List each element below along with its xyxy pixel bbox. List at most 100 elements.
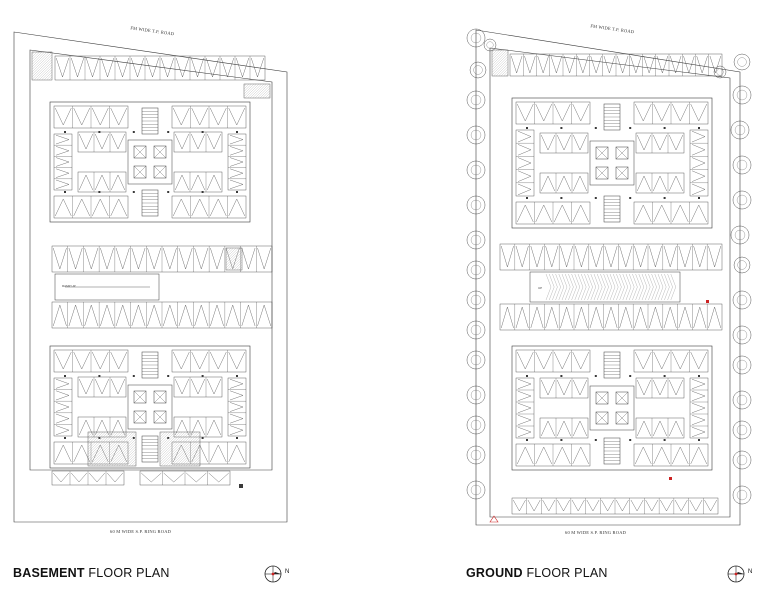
parking-bay-icon [95, 419, 109, 436]
hatch-line [163, 431, 198, 467]
parking-bay-icon [690, 351, 707, 370]
parking-row [54, 55, 266, 81]
parking-bay-icon [691, 379, 706, 389]
tree-canopy [466, 290, 486, 310]
tree-icon [466, 320, 486, 340]
parking-column-outline [53, 133, 73, 191]
ramp-chevron [603, 273, 609, 301]
hatch-line [225, 249, 243, 266]
hatch-line [238, 266, 243, 271]
column [98, 191, 101, 193]
lift-shaft [133, 165, 147, 179]
tree-inner [470, 264, 482, 276]
parking-row [635, 417, 685, 439]
parking-row-outline [173, 171, 223, 193]
hatch-line [116, 446, 137, 467]
hatch-line [228, 256, 243, 271]
ramp [529, 271, 681, 303]
parking-bay-icon [53, 304, 67, 327]
parking-bay-icon [229, 413, 244, 424]
parking-column [227, 133, 247, 191]
parking-bay-icon [517, 379, 532, 389]
parking-bay-icon [229, 168, 244, 178]
parking-bay-icon [131, 57, 144, 78]
tree-icon [466, 445, 486, 465]
parking-bay-icon [68, 304, 83, 327]
hatch-line [225, 247, 237, 259]
ramp-chevron [587, 273, 593, 301]
ramp-chevron [651, 273, 657, 301]
parking-bay-icon [55, 351, 72, 370]
column [698, 439, 700, 441]
parking-row [51, 470, 125, 486]
tree-inner [736, 194, 748, 206]
lift-shaft [153, 410, 167, 424]
parking-bay-icon [690, 446, 707, 465]
parking-bay-icon [653, 351, 670, 370]
parking-bay-icon [229, 425, 244, 435]
tree-inner [470, 449, 482, 461]
parking-bay-icon [515, 306, 529, 329]
parking-bay-icon [690, 103, 707, 122]
parking-bay-icon [79, 419, 93, 436]
parking-bay-icon [575, 306, 588, 329]
parking-bay-icon [542, 499, 556, 512]
parking-row-outline [635, 132, 685, 154]
ramp-chevron [609, 273, 616, 301]
hatch-line [500, 68, 509, 77]
core-outline [589, 140, 635, 186]
parking-bay-icon [178, 247, 193, 270]
hatch-line [252, 83, 267, 99]
ramp-chevron [635, 273, 641, 301]
hatch-line [87, 431, 114, 458]
hatch-line [43, 71, 53, 81]
parking-bay-icon [55, 168, 70, 178]
parking-bay-icon [617, 55, 629, 74]
hatch-line [87, 431, 96, 440]
parking-bay-icon [678, 306, 692, 329]
parking-bay-icon [634, 306, 647, 329]
parking-bay-icon [173, 198, 190, 217]
parking-bay-icon [241, 247, 256, 270]
basement-floor-plan: FM WIDE T.P. ROAD 60 M WIDE S.P. RING RO… [0, 0, 389, 540]
tree-icon [732, 420, 752, 440]
lift-shaft [615, 166, 629, 180]
staircase [603, 103, 621, 131]
hatch-line [87, 431, 121, 465]
parking-bay-icon [601, 499, 614, 512]
parking-bay-icon [691, 415, 706, 425]
hatch-line [87, 431, 99, 443]
hatch-line [159, 431, 176, 448]
column [629, 197, 632, 199]
parking-bay-icon [550, 55, 562, 74]
parking-bay-icon [111, 133, 125, 150]
column [64, 191, 66, 193]
parking-row [539, 417, 589, 439]
hatch-line [491, 49, 498, 56]
hatch-line [108, 438, 137, 467]
lift-cross [595, 146, 609, 160]
parking-bay-icon [147, 247, 161, 270]
parking-bay-icon [573, 175, 587, 192]
column [698, 197, 700, 199]
parking-bay-icon [229, 402, 244, 412]
parking-bay-icon [637, 134, 651, 151]
ramp-chevron [565, 273, 571, 301]
parking-row [51, 245, 273, 273]
tree-canopy [466, 480, 486, 500]
marker [706, 300, 709, 303]
column [201, 375, 204, 377]
hatch-line [190, 456, 201, 467]
ramp-chevron [545, 273, 552, 301]
parking-bay-icon [708, 306, 721, 329]
parking-bay-icon [210, 351, 227, 370]
ramp-chevron [581, 273, 587, 301]
parking-bay-icon [186, 472, 207, 483]
parking-bay-icon [589, 306, 603, 329]
parking-row [633, 349, 709, 373]
hatch-line [249, 83, 265, 99]
tree-canopy [466, 160, 486, 180]
marker [669, 477, 672, 480]
hatch-line [168, 434, 201, 467]
parking-bay-icon [55, 390, 70, 401]
